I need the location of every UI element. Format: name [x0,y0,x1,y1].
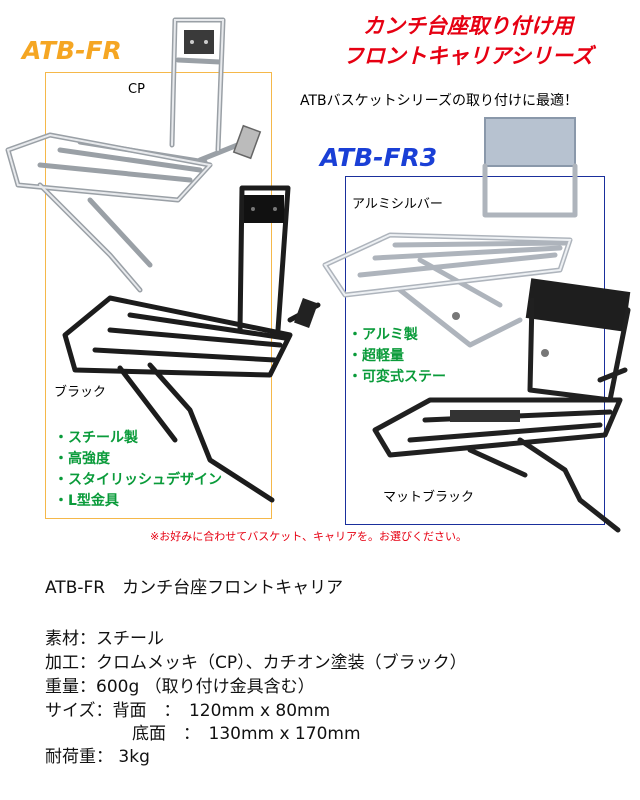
left-panel-frame [45,72,272,519]
spec-size-bottom: 底面 ： 130mm x 170mm [132,724,361,744]
left-feature-list: ・スチール製 ・高強度 ・スタイリッシュデザイン ・L型金具 [54,428,222,512]
feature-high-strength: ・高強度 [54,451,110,467]
feature-adjustable-stay: ・可変式ステー [348,369,446,385]
label-aluminium-silver: アルミシルバー [352,197,443,212]
model-name-atb-fr: ATB-FR [22,36,122,65]
spec-heading: ATB-FR カンチ台座フロントキャリア [45,578,344,598]
feature-l-bracket: ・L型金具 [54,493,119,509]
feature-steel: ・スチール製 [54,430,138,446]
model-name-atb-fr3: ATB-FR3 [320,143,438,172]
label-cp: CP [128,82,145,97]
feature-ultra-light: ・超軽量 [348,348,404,364]
feature-stylish-design: ・スタイリッシュデザイン [54,472,222,488]
spec-weight: 重量：600g （取り付け金具含む） [45,677,315,697]
spec-material: 素材：スチール [45,629,164,649]
spec-finish: 加工：クロムメッキ（CP）、カチオン塗装（ブラック） [45,653,467,673]
label-matte-black: マットブラック [383,490,475,505]
right-panel-frame [345,176,605,525]
label-black: ブラック [54,385,107,400]
page-title-line2: フロントキャリアシリーズ [342,44,594,68]
feature-aluminium: ・アルミ製 [348,327,418,343]
right-feature-list: ・アルミ製 ・超軽量 ・可変式ステー [348,325,446,388]
page-title-line1: カンチ台座取り付け用 [363,14,573,38]
spec-load: 耐荷重： 3kg [45,747,150,767]
spec-size-back: サイズ：背面 ： 120mm x 80mm [45,701,331,721]
selection-note: ※お好みに合わせてバスケット、キャリアを。お選びください。 [150,530,467,543]
page-subtitle: ATBバスケットシリーズの取り付けに最適！ [300,93,578,109]
